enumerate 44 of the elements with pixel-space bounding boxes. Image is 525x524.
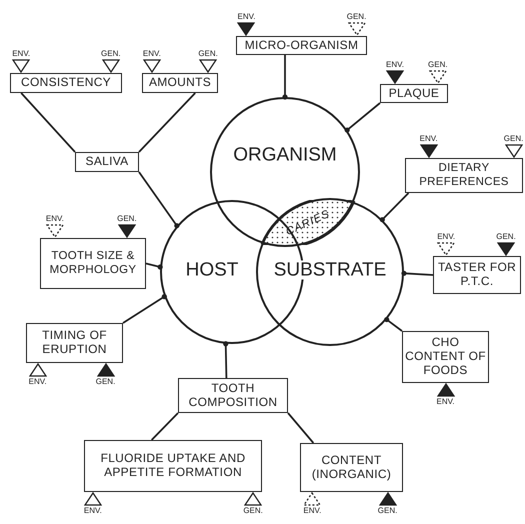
factor-box: TOOTH SIZE & MORPHOLOGY — [40, 238, 146, 289]
marker-label: GEN. — [428, 60, 448, 70]
marker-label: GEN. — [96, 377, 116, 387]
connector-line — [287, 412, 314, 444]
marker-label: ENV. — [420, 134, 438, 144]
hatched-lens — [260, 200, 356, 246]
connector-line — [344, 102, 381, 133]
factor-box: CHO CONTENT OF FOODS — [402, 331, 489, 383]
connector-line — [223, 341, 228, 378]
marker-label: ENV. — [84, 506, 102, 516]
marker-label: ENV. — [12, 49, 30, 59]
factor-box: TOOTH COMPOSITION — [178, 378, 288, 413]
marker-label: GEN. — [496, 232, 516, 242]
marker-label: ENV. — [46, 214, 64, 224]
connector-line — [146, 262, 163, 270]
factor-box: SALIVA — [75, 152, 139, 172]
circle-label: SUBSTRATE — [272, 260, 388, 280]
connector-line — [122, 294, 167, 324]
marker-label: ENV. — [437, 232, 456, 242]
marker-label: GEN. — [504, 134, 524, 144]
factor-box: TIMING OF ERUPTION — [26, 323, 123, 363]
marker-label: ENV. — [28, 377, 47, 387]
marker-label: GEN. — [378, 506, 398, 516]
connector-line — [151, 412, 179, 441]
marker-label: ENV. — [386, 60, 404, 70]
marker-label: ENV. — [142, 49, 161, 59]
marker-label: GEN. — [346, 12, 366, 22]
connector-line — [138, 171, 180, 228]
connector-line — [20, 92, 76, 153]
factor-box: CONTENT (INORGANIC) — [300, 443, 403, 492]
connector-line — [138, 92, 196, 153]
marker-label: ENV. — [436, 397, 454, 407]
marker-label: GEN. — [198, 49, 218, 59]
marker-label: GEN. — [117, 214, 137, 224]
marker-label: ENV. — [238, 12, 256, 22]
factor-box: FLUORIDE UPTAKE AND APPETITE FORMATION — [84, 440, 262, 492]
connector-line — [380, 192, 410, 222]
connector-line — [384, 316, 403, 332]
marker-label: ENV. — [303, 506, 322, 516]
marker-label: GEN. — [243, 506, 263, 516]
connector-line — [401, 270, 434, 276]
factor-box: TASTER FOR P.T.C. — [433, 256, 521, 294]
marker-label: GEN. — [101, 49, 121, 59]
connector-line — [282, 55, 288, 100]
